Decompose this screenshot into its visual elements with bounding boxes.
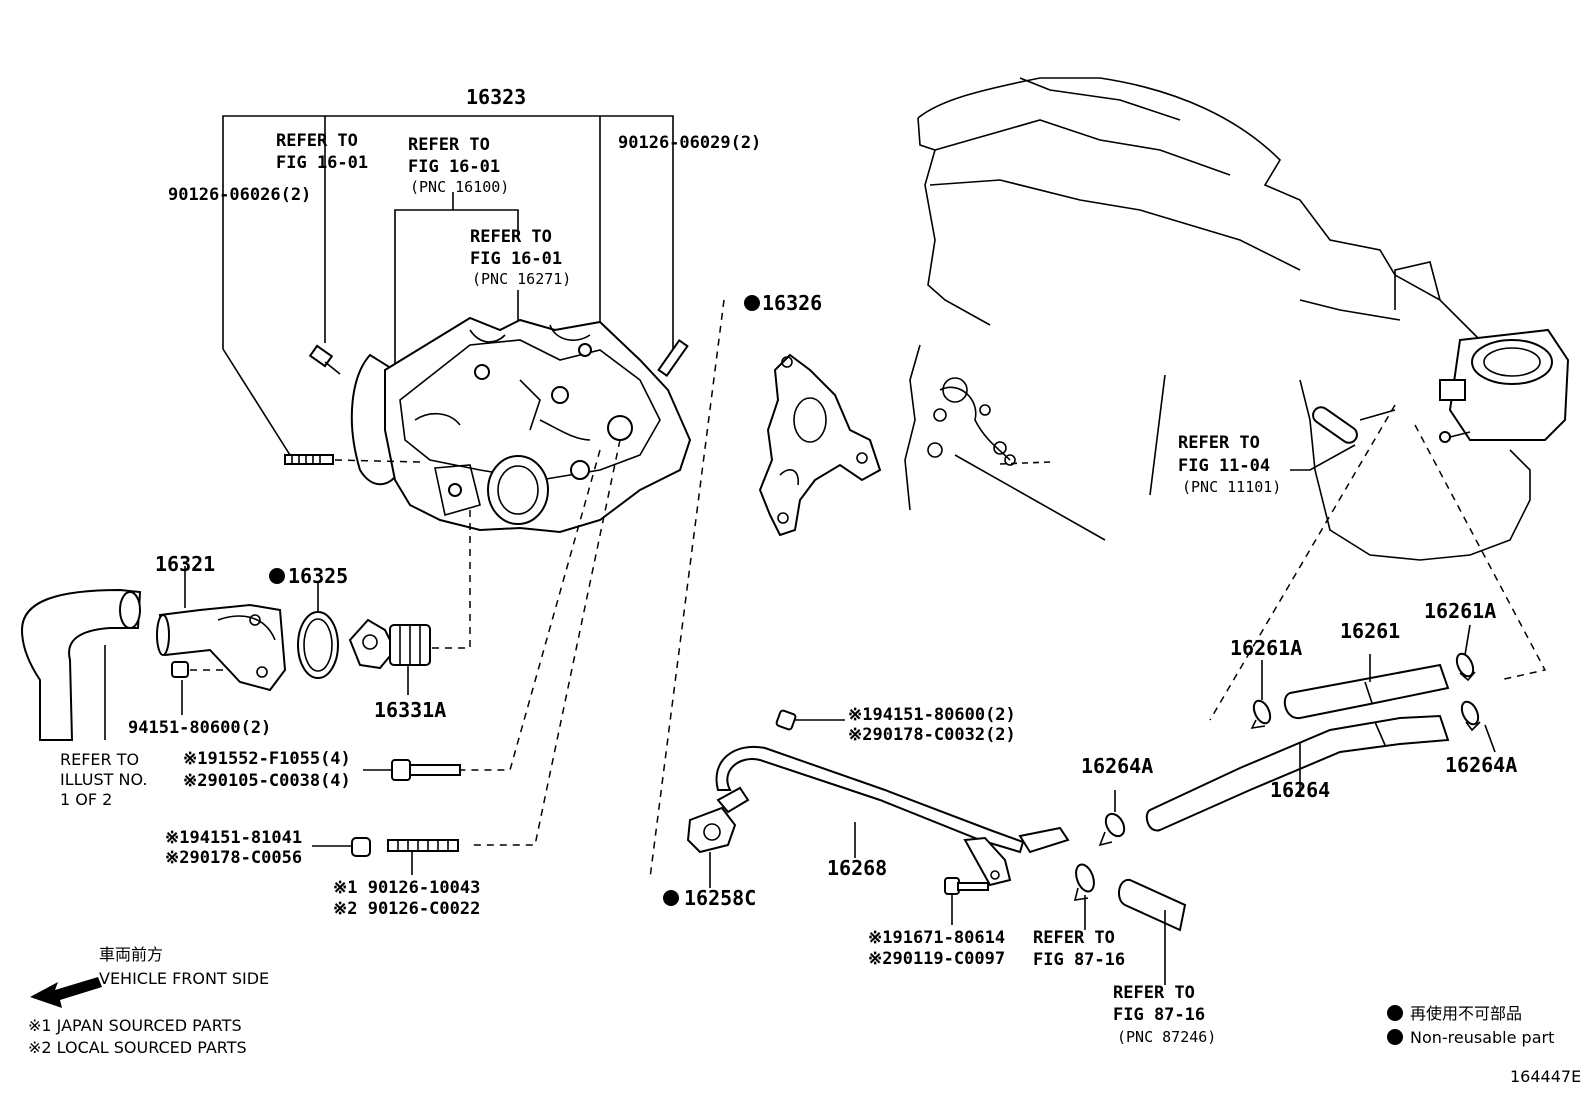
gasket-16258C <box>686 806 737 854</box>
label-16264: 16264 <box>1270 778 1330 802</box>
label-nut-194151-81041: ※194151-81041 <box>165 828 302 848</box>
label-bolt-290105: ※290105-C0038(4) <box>183 771 351 791</box>
label-refer-fig1601-a-1: REFER TO <box>276 131 358 151</box>
hose-clamp-16264A-right <box>1460 700 1481 732</box>
label-16326: 16326 <box>762 291 822 315</box>
label-figure-id: 164447E <box>1510 1067 1581 1086</box>
label-refer-fig1601-c-1: REFER TO <box>470 227 552 247</box>
legend-dot-en <box>1387 1029 1403 1045</box>
throttle-body <box>1439 328 1570 443</box>
hose-clamp-16264A-center <box>1098 812 1126 847</box>
thermostat-16331A <box>348 618 431 670</box>
label-refer-illust-1: REFER TO <box>60 750 139 769</box>
label-16321: 16321 <box>155 552 215 576</box>
non-reusable-marker-16326 <box>744 295 760 311</box>
label-refer-fig8716-b-1: REFER TO <box>1113 983 1195 1003</box>
stud-right <box>657 338 689 378</box>
water-nipple-11101 <box>1290 406 1396 471</box>
label-bolt-290119: ※290119-C0097 <box>868 949 1005 969</box>
label-bolt-191671: ※191671-80614 <box>868 928 1005 948</box>
label-refer-fig8716-a-2: FIG 87-16 <box>1033 950 1125 970</box>
radiator-hose-left <box>20 588 142 741</box>
label-16268: 16268 <box>827 856 887 880</box>
label-refer-illust-3: 1 OF 2 <box>60 790 112 809</box>
label-refer-fig8716-a-1: REFER TO <box>1033 928 1115 948</box>
nut-194151-81041 <box>351 837 371 857</box>
label-refer-fig1601-b-2: FIG 16-01 <box>408 157 500 177</box>
label-stud-90126-c0022: ※2 90126-C0022 <box>333 899 480 919</box>
label-16323: 16323 <box>466 85 526 109</box>
label-refer-fig1601-c-2: FIG 16-01 <box>470 249 562 269</box>
label-refer-fig1104-3: (PNC 11101) <box>1182 478 1281 496</box>
bolt-191671 <box>944 877 989 895</box>
hose-87246 <box>1118 878 1187 932</box>
engine-block <box>904 77 1531 561</box>
bracket-16323 <box>222 115 674 456</box>
label-refer-fig1601-b-1: REFER TO <box>408 135 490 155</box>
gasket-16326 <box>758 353 882 537</box>
label-stud-90126-10043: ※1 90126-10043 <box>333 878 480 898</box>
label-16331A: 16331A <box>374 698 446 722</box>
label-refer-fig1104-2: FIG 11-04 <box>1178 456 1270 476</box>
label-16325: 16325 <box>288 564 348 588</box>
front-arrow-icon <box>30 977 102 1008</box>
label-legend-jp: 再使用不可部品 <box>1410 1004 1522 1023</box>
non-reusable-marker-16325 <box>269 568 285 584</box>
label-nut-94151: 94151-80600(2) <box>128 718 271 738</box>
label-refer-fig1601-c-3: (PNC 16271) <box>472 270 571 288</box>
label-refer-fig1601-b-3: (PNC 16100) <box>410 178 509 196</box>
label-16261A-left: 16261A <box>1230 636 1302 660</box>
nut-194151-80600 <box>775 709 797 731</box>
label-note2: ※2 LOCAL SOURCED PARTS <box>28 1038 247 1057</box>
label-nut-194151-80600: ※194151-80600(2) <box>848 705 1016 725</box>
label-refer-fig1601-a-2: FIG 16-01 <box>276 153 368 173</box>
hose-clamp-16261A-right <box>1455 652 1476 682</box>
label-nut-290178-c0056: ※290178-C0056 <box>165 848 302 868</box>
label-16261: 16261 <box>1340 619 1400 643</box>
label-16258C: 16258C <box>684 886 756 910</box>
label-refer-illust-2: ILLUST NO. <box>60 770 147 789</box>
label-front-en: VEHICLE FRONT SIDE <box>99 969 269 988</box>
hose-clamp-87-16 <box>1073 863 1095 901</box>
bolt-16323-upper <box>308 344 341 375</box>
label-front-jp: 車両前方 <box>99 945 163 964</box>
bolt-191552 <box>391 759 461 781</box>
gasket-16325 <box>297 611 339 679</box>
hose-16264 <box>1145 714 1450 832</box>
hose-clamp-16261A-left <box>1250 699 1272 730</box>
legend-dot-jp <box>1387 1005 1403 1021</box>
label-stud-left: 90126-06026(2) <box>168 185 311 205</box>
non-reusable-marker-16258C <box>663 890 679 906</box>
label-legend-en: Non-reusable part <box>1410 1028 1554 1047</box>
water-pump-assembly <box>350 316 692 534</box>
label-note1: ※1 JAPAN SOURCED PARTS <box>28 1016 242 1035</box>
label-refer-fig8716-b-2: FIG 87-16 <box>1113 1005 1205 1025</box>
label-16261A-right: 16261A <box>1424 599 1496 623</box>
nut-94151 <box>171 661 189 678</box>
pipe-16268 <box>715 745 1070 887</box>
hose-16261 <box>1283 663 1450 720</box>
stud-90126-10043 <box>387 839 459 852</box>
label-nut-290178-c0032: ※290178-C0032(2) <box>848 725 1016 745</box>
stud-left <box>284 454 334 465</box>
label-refer-fig1104-1: REFER TO <box>1178 433 1260 453</box>
label-bolt-191552: ※191552-F1055(4) <box>183 749 351 769</box>
label-stud-right: 90126-06029(2) <box>618 133 761 153</box>
label-16264A-right: 16264A <box>1445 753 1517 777</box>
label-16264A-left: 16264A <box>1081 754 1153 778</box>
label-refer-fig8716-b-3: (PNC 87246) <box>1117 1028 1216 1046</box>
water-inlet-16321 <box>156 603 287 692</box>
